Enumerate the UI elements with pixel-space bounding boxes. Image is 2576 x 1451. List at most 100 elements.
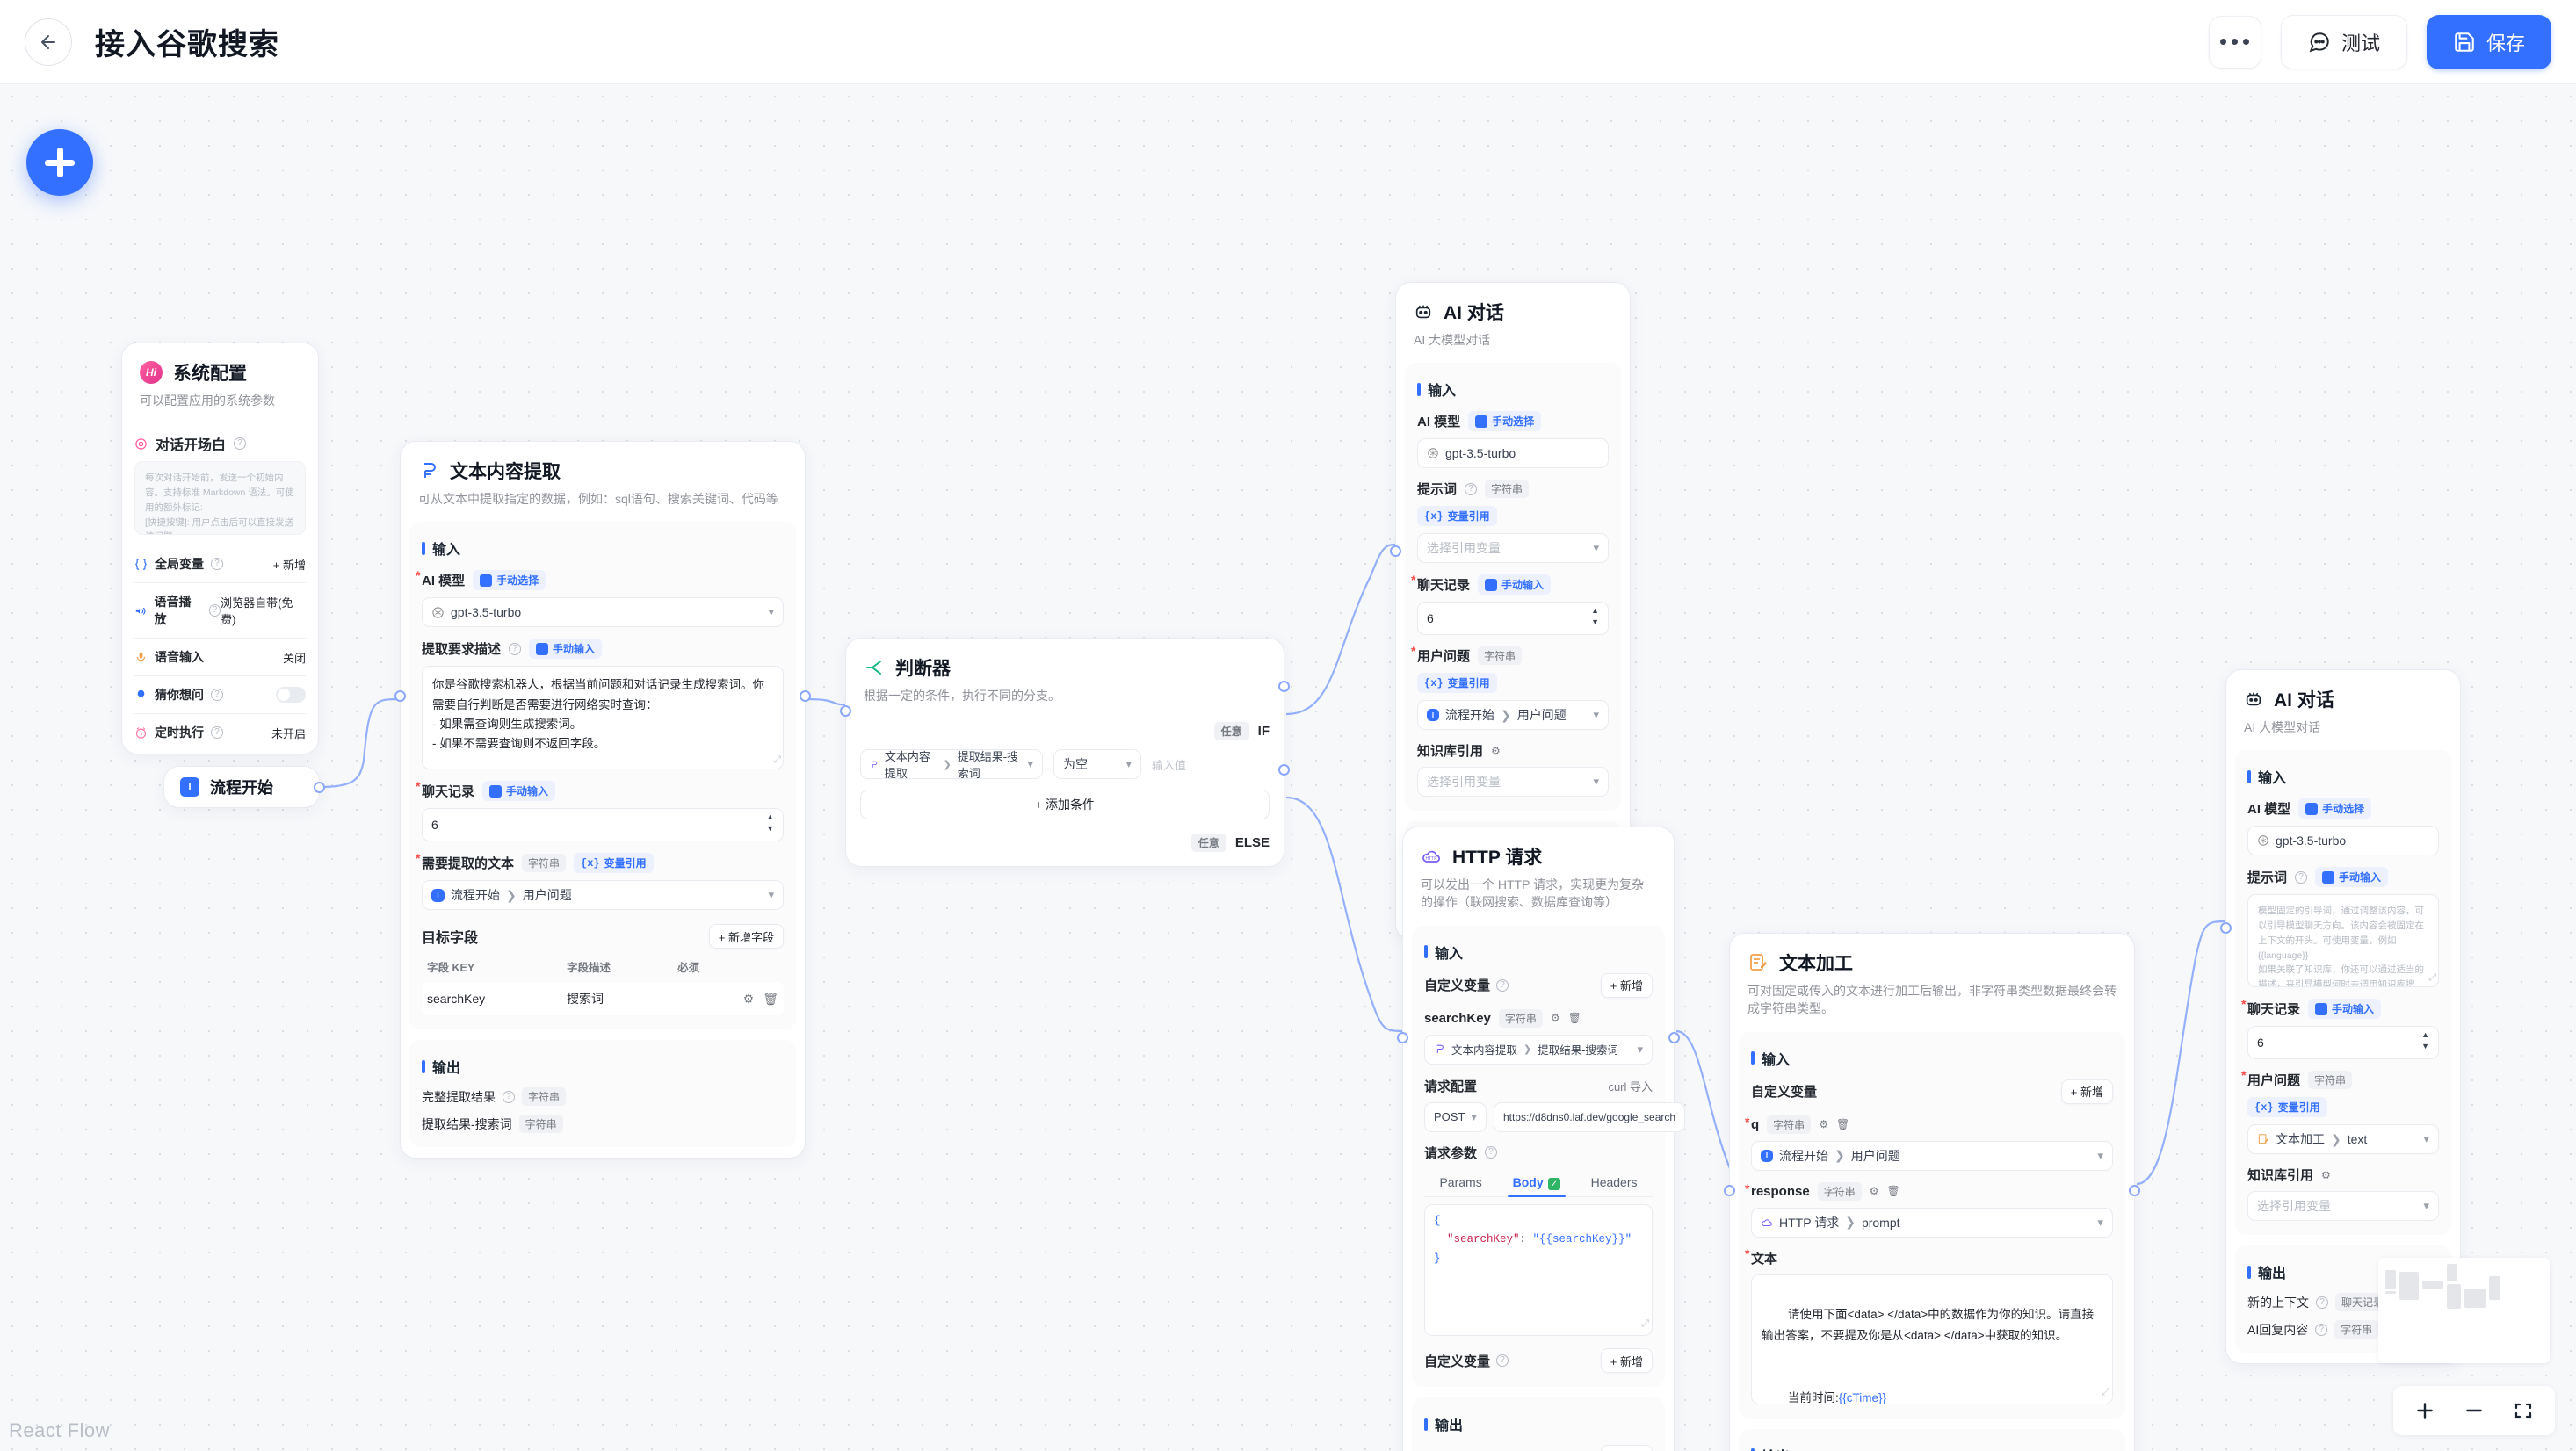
prompt-variable-select[interactable]: 选择引用变量 ▾: [1417, 533, 1609, 564]
question-variable-select[interactable]: 文本加工 ❯ text ▾: [2247, 1124, 2439, 1155]
tab-params[interactable]: Params: [1439, 1175, 1482, 1190]
global-var-add-button[interactable]: + 新增: [272, 558, 306, 572]
voice-input-value[interactable]: 关闭: [282, 651, 306, 665]
node-text-extract[interactable]: 文本内容提取 可从文本中提取指定的数据，例如：sql语句、搜索关键词、代码等 输…: [394, 441, 811, 1159]
help-icon[interactable]: ?: [1465, 482, 1478, 495]
fit-view-button[interactable]: [2500, 1390, 2546, 1432]
guess-question-toggle[interactable]: [276, 687, 306, 704]
ai-model-select[interactable]: gpt-3.5-turbo ▾: [422, 597, 784, 628]
history-mode-tag[interactable]: 手动输入: [482, 781, 556, 802]
more-options-button[interactable]: [2208, 15, 2261, 69]
resize-handle-icon[interactable]: ⤢: [773, 754, 781, 766]
schedule-value[interactable]: 未开启: [271, 726, 306, 740]
help-icon[interactable]: ?: [509, 642, 522, 655]
history-number-input[interactable]: 6 ▲▼: [422, 808, 784, 842]
flow-canvas[interactable]: Hi 系统配置 可以配置应用的系统参数 对话开场白 ? 每次对话开始前，发送一个…: [0, 84, 2576, 1451]
ai-model-select[interactable]: gpt-3.5-turbo: [1417, 438, 1609, 469]
delete-trash-icon[interactable]: 🗑: [1567, 1012, 1581, 1025]
require-textarea[interactable]: 你是谷歌搜索机器人，根据当前问题和对话记录生成搜索词。你需要自行判断是否需要进行…: [422, 666, 784, 770]
stepper-icon[interactable]: ▲▼: [766, 812, 774, 834]
condition-value-input[interactable]: 输入值: [1152, 758, 1187, 772]
add-condition-button[interactable]: + 添加条件: [860, 790, 1270, 820]
output-port-else[interactable]: [1278, 764, 1290, 776]
help-icon[interactable]: ?: [211, 726, 223, 740]
input-port[interactable]: [1397, 1032, 1408, 1043]
stepper-icon[interactable]: ▲▼: [2421, 1030, 2429, 1051]
tab-headers[interactable]: Headers: [1590, 1175, 1638, 1190]
schedule-row[interactable]: 定时执行 ? 未开启: [134, 724, 306, 741]
settings-gear-icon[interactable]: ⚙: [1491, 744, 1501, 757]
delete-trash-icon[interactable]: 🗑: [1835, 1118, 1850, 1131]
guess-question-row[interactable]: 猜你想问 ?: [134, 686, 306, 704]
history-mode-tag[interactable]: 手动输入: [1478, 574, 1552, 596]
zoom-out-button[interactable]: [2451, 1390, 2497, 1432]
delete-trash-icon[interactable]: 🗑: [1886, 1185, 1900, 1198]
ai-model-mode-tag[interactable]: 手动选择: [2298, 798, 2372, 819]
ai-model-mode-tag[interactable]: 手动选择: [473, 570, 546, 591]
zoom-in-button[interactable]: [2402, 1390, 2448, 1432]
settings-gear-icon[interactable]: ⚙: [1819, 1118, 1828, 1131]
condition-operator-select[interactable]: 为空 ▾: [1053, 749, 1141, 780]
input-port[interactable]: [394, 690, 406, 702]
output-port[interactable]: [1668, 1032, 1680, 1043]
prompt-mode-tag[interactable]: {x}变量引用: [1417, 506, 1497, 527]
node-ai-chat-2[interactable]: AI 对话 AI 大模型对话 输入 AI 模型 手动选择 gpt-3.5-tur…: [2220, 669, 2461, 1365]
table-row[interactable]: searchKey 搜索词 ⚙🗑: [422, 982, 784, 1016]
help-icon[interactable]: ?: [208, 604, 221, 617]
node-http-request[interactable]: HTTP HTTP 请求 可以发出一个 HTTP 请求，实现更为复杂的操作（联网…: [1397, 827, 1686, 1451]
help-icon[interactable]: ?: [211, 558, 223, 571]
require-mode-tag[interactable]: 手动输入: [529, 639, 603, 660]
input-port[interactable]: [1724, 1185, 1735, 1196]
output-port[interactable]: [2129, 1185, 2140, 1196]
kb-variable-select[interactable]: 选择引用变量 ▾: [2247, 1191, 2439, 1222]
add-field-button[interactable]: + 新增字段: [708, 924, 784, 949]
resize-handle-icon[interactable]: ⤢: [1641, 1319, 1649, 1331]
prompt-textarea[interactable]: 模型固定的引导词，通过调整该内容，可以引导模型聊天方向。该内容会被固定在上下文的…: [2247, 894, 2439, 988]
help-icon[interactable]: ?: [211, 689, 223, 702]
help-icon[interactable]: ?: [234, 437, 247, 451]
http-body-editor[interactable]: { "searchKey": "{{searchKey}}" } ⤢: [1424, 1204, 1653, 1337]
voice-play-row[interactable]: 语音播放 ? 浏览器自带(免费): [134, 593, 306, 628]
input-port[interactable]: [840, 705, 851, 717]
ai-model-mode-tag[interactable]: 手动选择: [1468, 411, 1542, 432]
opening-textarea[interactable]: 每次对话开始前，发送一个初始内容。支持标准 Markdown 语法。可使用的额外…: [134, 461, 306, 536]
resize-handle-icon[interactable]: ⤢: [2428, 972, 2436, 984]
node-text-processing[interactable]: 文本加工 可对固定或传入的文本进行加工后输出，非字符串类型数据最终会转成字符串类…: [1724, 933, 2140, 1451]
tab-body[interactable]: Body✓: [1507, 1169, 1566, 1197]
add-node-button[interactable]: [26, 129, 93, 196]
help-icon[interactable]: ?: [2315, 1323, 2328, 1336]
stepper-icon[interactable]: ▲▼: [1591, 606, 1599, 627]
question-mode-tag[interactable]: {x}变量引用: [2247, 1097, 2327, 1118]
back-button[interactable]: [25, 18, 72, 66]
help-icon[interactable]: ?: [1496, 978, 1509, 992]
add-variable-button-2[interactable]: + 新增: [1600, 1348, 1653, 1374]
settings-gear-icon[interactable]: ⚙: [1869, 1185, 1879, 1198]
history-number-input[interactable]: 6 ▲▼: [2247, 1026, 2439, 1060]
help-icon[interactable]: ?: [2295, 870, 2308, 884]
prompt-mode-tag[interactable]: 手动输入: [2315, 867, 2389, 888]
http-var-select[interactable]: 文本内容提取 ❯ 提取结果-搜索词 ▾: [1424, 1034, 1653, 1065]
if-badge[interactable]: 任意: [1213, 722, 1249, 741]
settings-gear-icon[interactable]: ⚙: [1550, 1012, 1560, 1025]
add-output-button[interactable]: + 新增: [1600, 1445, 1653, 1451]
output-port[interactable]: [800, 690, 811, 702]
node-flow-start[interactable]: I 流程开始: [163, 766, 325, 808]
http-method-select[interactable]: POST ▾: [1424, 1101, 1487, 1132]
text-mode-tag[interactable]: {x}变量引用: [574, 853, 654, 874]
output-port[interactable]: [314, 782, 325, 793]
help-icon[interactable]: ?: [503, 1090, 515, 1103]
condition-variable-select[interactable]: 文本内容提取 ❯ 提取结果-搜索词 ▾: [860, 749, 1043, 780]
curl-import-button[interactable]: curl 导入: [1608, 1079, 1653, 1094]
kb-variable-select[interactable]: 选择引用变量 ▾: [1417, 767, 1609, 798]
history-mode-tag[interactable]: 手动输入: [2308, 999, 2382, 1020]
var-response-select[interactable]: HTTP 请求 ❯ prompt ▾: [1751, 1207, 2113, 1238]
ai-model-select[interactable]: gpt-3.5-turbo: [2247, 826, 2439, 856]
history-number-input[interactable]: 6 ▲▼: [1417, 602, 1609, 636]
settings-gear-icon[interactable]: ⚙: [742, 991, 755, 1006]
minimap[interactable]: [2378, 1258, 2550, 1363]
output-port-if[interactable]: [1278, 681, 1290, 692]
global-var-row[interactable]: 全局变量 ? + 新增: [134, 555, 306, 573]
resize-handle-icon[interactable]: ⤢: [2102, 1387, 2109, 1398]
voice-input-row[interactable]: 语音输入 关闭: [134, 648, 306, 666]
question-variable-select[interactable]: I 流程开始 ❯ 用户问题 ▾: [1417, 700, 1609, 731]
